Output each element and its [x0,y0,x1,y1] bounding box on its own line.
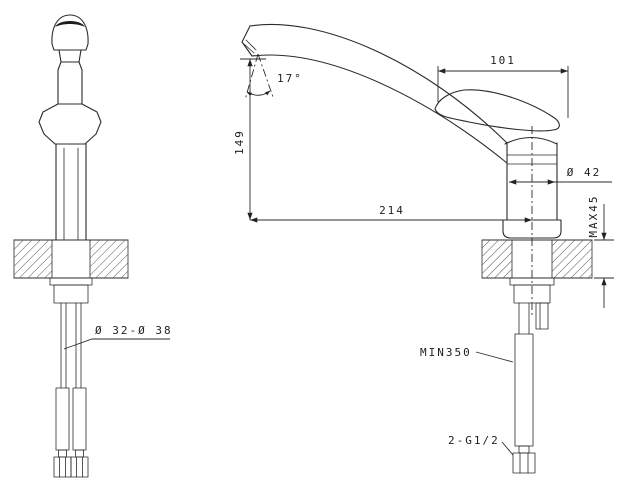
front-lever-knob [51,14,89,51]
side-deck-hatch-left [482,240,512,278]
dim-min350-leader [475,351,514,363]
side-spout-bottom [251,54,508,164]
side-spout-tip [241,25,253,57]
dim-dia42-label: Ø 42 [567,166,602,179]
side-aerator-line [245,39,257,51]
front-hose-nut-right [70,456,89,478]
dim-hole-leader [63,338,170,350]
front-neck [58,49,82,63]
front-mounting-nut [53,284,89,304]
front-fitting-neck-right [75,449,84,458]
dim-max45-label: MAX45 [587,194,600,237]
front-lever-cap [55,21,85,27]
front-view [13,14,129,478]
side-hose-nut [512,452,536,474]
front-hose-left [55,387,70,451]
dimensions: 101 17° 149 214 Ø 42 [63,53,614,456]
dim-max45: MAX45 [587,194,614,308]
side-hose-stub [535,302,549,330]
front-spout-base [38,103,102,145]
front-upper-body [57,61,83,105]
side-handle-dome [504,136,558,145]
dim-angle-ray-b [257,53,274,98]
dim-149-label: 149 [233,129,246,155]
dim-214: 214 [250,204,532,223]
dim-hole-diameter: Ø 32-Ø 38 [63,324,173,350]
dim-thread-label: 2-G1/2 [448,434,500,447]
front-washer [49,277,93,286]
front-fitting-neck-left [58,449,67,458]
side-base-flange [502,219,562,239]
dim-min350: MIN350 [420,346,514,363]
front-hose-nut-left [53,456,72,478]
side-mounting-nut [513,284,551,304]
side-aerator-line [243,43,255,54]
dim-angle-17: 17° [244,53,303,101]
dim-angle-ray-a [244,53,259,101]
dim-thread: 2-G1/2 [448,434,514,456]
dim-hole-label: Ø 32-Ø 38 [95,324,173,337]
dim-214-label: 214 [379,204,405,217]
side-deck-hatch-right [552,240,592,278]
dim-min350-label: MIN350 [420,346,472,359]
dim-body-diameter: Ø 42 [509,166,612,185]
dim-149: 149 [233,58,266,220]
dim-thread-leader [501,441,514,456]
side-fitting-neck [518,445,530,454]
front-deck-hatch-left [14,240,52,278]
side-handle [434,89,560,132]
dim-101-label: 101 [490,54,516,67]
front-hose-right [72,387,87,451]
dim-101: 101 [437,54,569,118]
side-hose [514,333,534,447]
front-deck-hatch-right [90,240,128,278]
side-spout-top [249,23,508,144]
side-view [241,23,593,474]
dim-angle-label: 17° [277,72,303,85]
